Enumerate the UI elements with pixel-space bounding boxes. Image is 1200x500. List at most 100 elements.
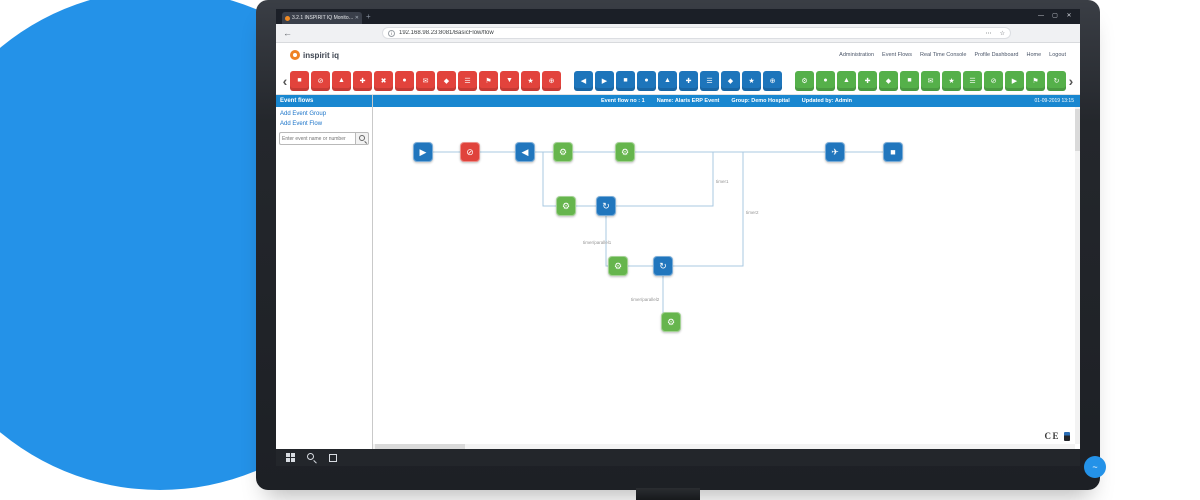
monitor-stand (636, 488, 700, 500)
vertical-scrollbar[interactable] (1075, 107, 1080, 444)
new-tab-button[interactable]: + (366, 12, 371, 21)
start-icon[interactable] (286, 453, 295, 462)
nav-link-home[interactable]: Home (1026, 52, 1042, 58)
palette-scroll-right-icon[interactable]: › (1068, 72, 1074, 89)
red-node-button-9[interactable]: ☰ (458, 70, 477, 91)
end-node[interactable]: ■ (883, 142, 903, 162)
send-node[interactable]: ✈ (825, 142, 845, 162)
blue-node-button-9[interactable]: ★ (742, 70, 761, 91)
green-node-button-2[interactable]: ● (816, 70, 835, 91)
horizontal-scrollbar-thumb[interactable] (375, 444, 465, 449)
vertical-scrollbar-thumb[interactable] (1075, 109, 1080, 151)
red-node-button-5[interactable]: ✖ (374, 70, 393, 91)
ce-mark: CE (1044, 431, 1060, 441)
process-node-4[interactable]: ⚙ (608, 256, 628, 276)
green-node-button-13[interactable]: ↻ (1047, 70, 1066, 91)
site-info-icon[interactable]: i (388, 29, 395, 37)
blue-node-button-1[interactable]: ◀ (574, 70, 593, 91)
search-button[interactable] (355, 132, 369, 145)
node-palette-toolbar: ‹ ■⊘▲✚✖●✉◆☰⚑▼★⊕◀▶■●▲✚☰◆★⊕⚙●▲✚◆■✉★☰⊘▶⚑↻ › (276, 67, 1080, 94)
event-search-input[interactable] (279, 132, 355, 145)
green-node-button-4[interactable]: ✚ (858, 70, 877, 91)
app-logo[interactable]: inspirit iq (290, 50, 339, 60)
blue-node-button-3[interactable]: ■ (616, 70, 635, 91)
close-button[interactable]: ✕ (1066, 13, 1072, 19)
green-node-button-9[interactable]: ☰ (963, 70, 982, 91)
receive-node[interactable]: ◀ (515, 142, 535, 162)
certification-marks: CE (1044, 431, 1070, 441)
start-node[interactable]: ▶ (413, 142, 433, 162)
timer-node-2[interactable]: ↻ (653, 256, 673, 276)
minimize-button[interactable]: — (1038, 13, 1044, 19)
process-node-3[interactable]: ⚙ (556, 196, 576, 216)
flow-edge-label-3: timer/parallel1 (583, 240, 612, 245)
back-button[interactable]: ← (283, 28, 292, 38)
red-node-button-4[interactable]: ✚ (353, 70, 372, 91)
url-text: 192.168.98.23:8081/BasicFlow/flow (399, 30, 494, 36)
sidebar-search-row (279, 132, 369, 145)
green-node-button-10[interactable]: ⊘ (984, 70, 1003, 91)
green-node-button-6[interactable]: ■ (900, 70, 919, 91)
green-node-button-12[interactable]: ⚑ (1026, 70, 1045, 91)
green-node-button-8[interactable]: ★ (942, 70, 961, 91)
red-node-button-1[interactable]: ■ (290, 70, 309, 91)
overflow-menu-icon[interactable]: ⋯ (985, 30, 992, 37)
flow-info-item-1: Event flow no : 1 (601, 98, 645, 104)
nav-link-logout[interactable]: Logout (1049, 52, 1066, 58)
process-node-2[interactable]: ⚙ (615, 142, 635, 162)
blue-node-button-10[interactable]: ⊕ (763, 70, 782, 91)
sidebar-link-add-event-flow[interactable]: Add Event Flow (280, 121, 323, 127)
red-node-button-3[interactable]: ▲ (332, 70, 351, 91)
green-node-button-11[interactable]: ▶ (1005, 70, 1024, 91)
browser-tab[interactable]: 3.2.1 INSPIRIT IQ Monito… ✕ (282, 12, 362, 24)
blue-node-button-7[interactable]: ☰ (700, 70, 719, 91)
flow-edges-svg (433, 151, 883, 323)
sidebar-link-add-event-group[interactable]: Add Event Group (280, 111, 327, 117)
blue-node-button-8[interactable]: ◆ (721, 70, 740, 91)
green-node-button-7[interactable]: ✉ (921, 70, 940, 91)
green-node-button-5[interactable]: ◆ (879, 70, 898, 91)
task-view-icon[interactable] (329, 453, 337, 462)
blue-node-button-5[interactable]: ▲ (658, 70, 677, 91)
blue-node-button-6[interactable]: ✚ (679, 70, 698, 91)
tab-close-icon[interactable]: ✕ (354, 15, 359, 21)
red-node-button-7[interactable]: ✉ (416, 70, 435, 91)
nav-link-profile-dashboard[interactable]: Profile Dashboard (974, 52, 1019, 58)
bookmark-star-icon[interactable]: ☆ (999, 30, 1005, 37)
flow-edge (542, 152, 556, 207)
red-node-button-12[interactable]: ★ (521, 70, 540, 91)
nav-link-real-time-console[interactable]: Real Time Console (920, 52, 967, 58)
taskbar-search-icon[interactable] (307, 452, 317, 463)
blue-node-button-2[interactable]: ▶ (595, 70, 614, 91)
horizontal-scrollbar[interactable] (373, 444, 1075, 449)
process-node-1[interactable]: ⚙ (553, 142, 573, 162)
browser-navbar: ← i 192.168.98.23:8081/BasicFlow/flow ⋯ … (276, 24, 1080, 43)
palette-scroll-left-icon[interactable]: ‹ (282, 72, 288, 89)
red-node-button-10[interactable]: ⚑ (479, 70, 498, 91)
app-nav-links: Administration Event Flows Real Time Conso… (839, 52, 1066, 58)
red-node-button-13[interactable]: ⊕ (542, 70, 561, 91)
maximize-button[interactable]: ▢ (1052, 13, 1058, 19)
nav-link-event-flows[interactable]: Event Flows (882, 52, 912, 58)
blue-node-button-4[interactable]: ● (637, 70, 656, 91)
flow-edge (605, 216, 608, 267)
flow-info-item-4: Updated by: Admin (801, 98, 852, 104)
green-node-group: ⚙●▲✚◆■✉★☰⊘▶⚑↻ (795, 70, 1066, 91)
red-node-button-8[interactable]: ◆ (437, 70, 456, 91)
tab-title: 3.2.1 INSPIRIT IQ Monito… (292, 15, 353, 21)
timer-node-1[interactable]: ↻ (596, 196, 616, 216)
red-node-button-2[interactable]: ⊘ (311, 70, 330, 91)
stop-event-node[interactable]: ⊘ (460, 142, 480, 162)
green-node-button-1[interactable]: ⚙ (795, 70, 814, 91)
red-node-button-11[interactable]: ▼ (500, 70, 519, 91)
red-node-button-6[interactable]: ● (395, 70, 414, 91)
nav-link-administration[interactable]: Administration (839, 52, 875, 58)
app-logo-icon (290, 50, 300, 60)
green-node-button-3[interactable]: ▲ (837, 70, 856, 91)
brand-logo-dot: ~ (1084, 456, 1106, 478)
process-node-5[interactable]: ⚙ (661, 312, 681, 332)
url-bar[interactable]: i 192.168.98.23:8081/BasicFlow/flow ⋯ ☆ (382, 27, 1011, 39)
